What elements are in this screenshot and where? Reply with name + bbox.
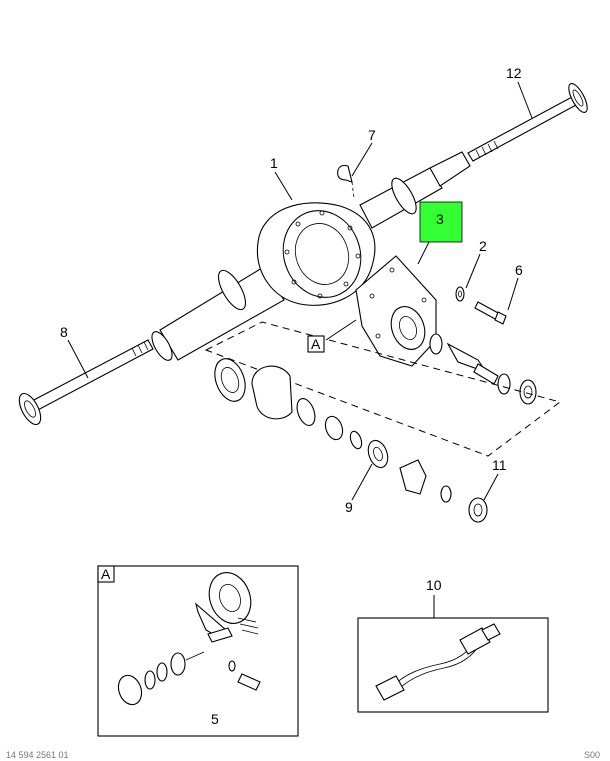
pinion-gear-set[interactable]	[429, 333, 537, 405]
bolt[interactable]	[474, 301, 507, 325]
footer-id-right: S00	[584, 750, 600, 760]
detail-ref-a-main[interactable]: A	[307, 335, 325, 353]
wiring-harness-box[interactable]: 10	[357, 577, 549, 713]
bearing[interactable]	[365, 438, 391, 470]
callout-2: 2	[479, 238, 487, 254]
flange-nut[interactable]	[468, 497, 488, 523]
differential-internals[interactable]	[209, 355, 363, 451]
callout-3: 3	[436, 211, 444, 227]
svg-text:A: A	[311, 336, 321, 352]
detail-box-a-label: A	[101, 566, 111, 582]
callout-11: 11	[492, 457, 507, 473]
callout-8: 8	[60, 324, 68, 340]
left-axle-shaft[interactable]	[15, 339, 154, 428]
footer-id-left: 14 594 2561 01	[6, 750, 69, 760]
axle-housing[interactable]	[148, 151, 471, 363]
callout-5: 5	[211, 711, 219, 727]
callout-1: 1	[270, 155, 278, 171]
detail-box-a: A 5	[97, 565, 299, 737]
callout-12: 12	[506, 65, 522, 81]
callout-6: 6	[515, 262, 523, 278]
breather-vent[interactable]	[337, 164, 355, 199]
washer[interactable]	[455, 286, 465, 302]
right-axle-shaft[interactable]	[467, 81, 591, 162]
callout-numbers: 1 2 3 6 7 8 9 11 12	[60, 65, 523, 515]
highlight-box-part-3[interactable]	[419, 201, 463, 243]
internals-group-outline	[204, 321, 562, 457]
callout-7: 7	[368, 127, 376, 143]
yoke-assembly[interactable]	[399, 459, 452, 503]
callout-10: 10	[426, 577, 442, 593]
sensor-switch[interactable]	[228, 660, 261, 691]
differential-carrier[interactable]	[355, 255, 437, 367]
callout-9: 9	[345, 499, 353, 515]
